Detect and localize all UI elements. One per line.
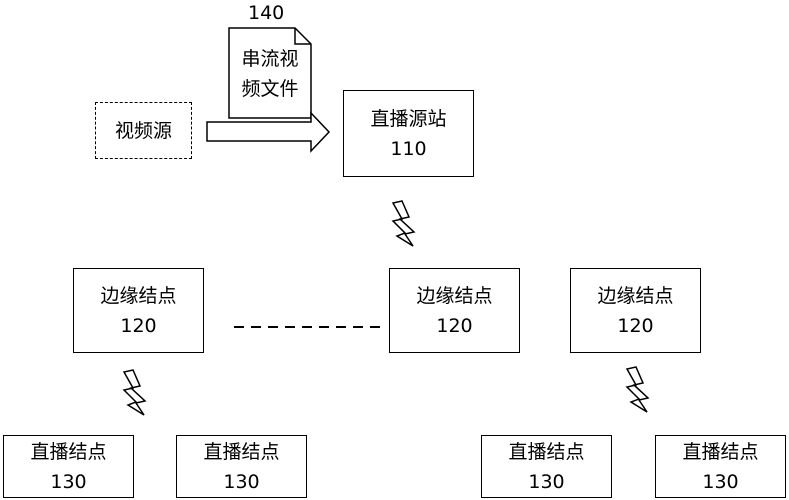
live-node-number: 130 xyxy=(223,470,260,493)
lightning-icon-origin xyxy=(391,200,416,247)
live-node-number: 130 xyxy=(702,470,739,493)
edge-node-title: 边缘结点 xyxy=(597,284,674,307)
live-node-box: 直播结点 130 xyxy=(655,435,786,498)
edge-node-number: 120 xyxy=(120,314,157,337)
live-node-title: 直播结点 xyxy=(30,440,107,463)
lightning-icon-left xyxy=(122,369,147,416)
video-source-box: 视频源 xyxy=(95,102,192,159)
live-node-number: 130 xyxy=(50,470,87,493)
stream-file-line2: 频文件 xyxy=(241,78,299,100)
edge-node-number: 120 xyxy=(436,314,473,337)
live-node-box: 直播结点 130 xyxy=(481,435,612,498)
live-node-box: 直播结点 130 xyxy=(3,435,134,498)
stream-file-number: 140 xyxy=(248,2,285,24)
flow-arrow xyxy=(206,111,331,153)
origin-server-box: 直播源站 110 xyxy=(343,90,474,177)
edge-node-number: 120 xyxy=(617,314,654,337)
live-node-title: 直播结点 xyxy=(682,440,759,463)
stream-file-label: 串流视 频文件 xyxy=(229,44,311,104)
live-node-number: 130 xyxy=(528,470,565,493)
stream-file-line1: 串流视 xyxy=(241,48,299,70)
file-document-icon xyxy=(228,27,312,119)
edge-node-title: 边缘结点 xyxy=(416,284,493,307)
edge-node-box: 边缘结点 120 xyxy=(73,268,204,353)
live-node-title: 直播结点 xyxy=(508,440,585,463)
edge-node-title: 边缘结点 xyxy=(100,284,177,307)
video-source-label: 视频源 xyxy=(114,119,172,142)
origin-number: 110 xyxy=(390,137,427,160)
edge-node-box: 边缘结点 120 xyxy=(570,268,701,353)
live-node-title: 直播结点 xyxy=(203,440,280,463)
lightning-icon-right xyxy=(625,366,650,413)
origin-title: 直播源站 xyxy=(370,107,447,130)
edge-node-box: 边缘结点 120 xyxy=(389,268,520,353)
live-node-box: 直播结点 130 xyxy=(176,435,307,498)
